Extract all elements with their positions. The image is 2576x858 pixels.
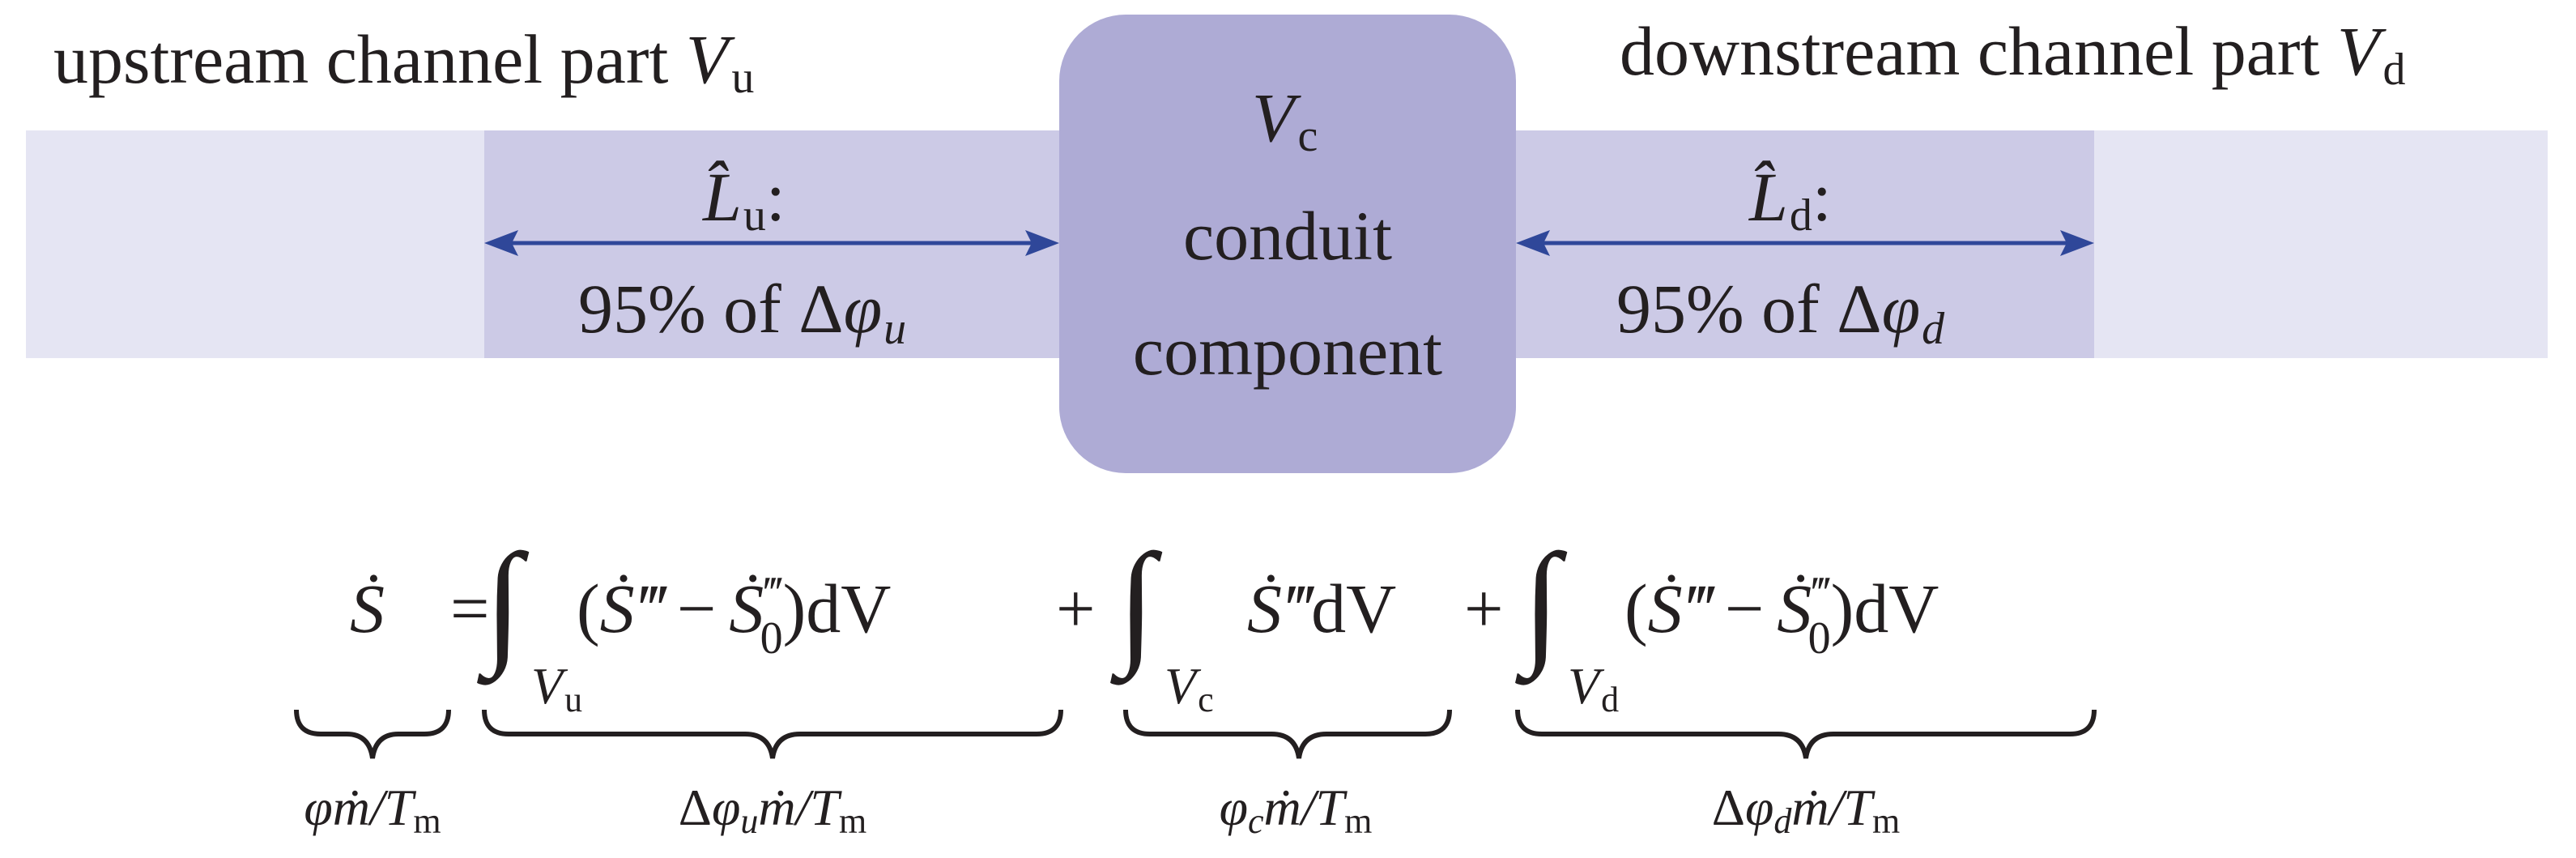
integral-sign-downstream: ∫ [1514, 526, 1568, 685]
brace-label-downstream: Δφdṁ/Tm [1712, 779, 1900, 841]
downstream-length-label: L̂d: [1748, 158, 1832, 241]
equation-equals: = [450, 570, 490, 647]
underbrace-total [294, 709, 451, 759]
upstream-arrowhead-left [484, 230, 518, 256]
upstream-arrowhead-right [1025, 230, 1059, 256]
brace-label-total: φṁ/Tm [304, 779, 441, 841]
equation-plus-1: + [1056, 570, 1096, 647]
underbrace-downstream [1515, 709, 2097, 759]
integrand-conduit: Ṡ‴dV [1247, 570, 1396, 647]
integral-limit-upstream: Vu [531, 657, 582, 719]
brace-label-upstream: Δφuṁ/Tm [679, 779, 866, 841]
upstream-length-label: L̂u: [701, 158, 786, 241]
equation-plus-2: + [1464, 570, 1504, 647]
downstream-arrowhead-right [2060, 230, 2094, 256]
integral-sign-conduit: ∫ [1109, 526, 1163, 685]
conduit-volume-label: Vc [1252, 79, 1318, 161]
downstream-arrowhead-left [1516, 230, 1550, 256]
integral-limit-conduit: Vc [1165, 657, 1214, 719]
integral-sign-upstream: ∫ [476, 526, 530, 685]
upstream-percent-label: 95% of Δφu [578, 270, 906, 354]
integral-limit-downstream: Vd [1568, 657, 1619, 719]
equation-lhs: Ṡ [350, 570, 385, 647]
downstream-title: downstream channel part Vd [1620, 12, 2406, 95]
conduit-label-line2: component [1133, 312, 1442, 390]
conduit-label-line1: conduit [1183, 197, 1392, 275]
brace-label-conduit: φcṁ/Tm [1220, 779, 1373, 841]
downstream-percent-label: 95% of Δφd [1616, 270, 1945, 354]
underbrace-conduit [1123, 709, 1452, 759]
integrand-downstream: (Ṡ‴−Ṡ‴0)dV [1624, 568, 1939, 664]
integrand-upstream: (Ṡ‴−Ṡ‴0)dV [577, 568, 891, 664]
upstream-title: upstream channel part Vu [53, 20, 754, 103]
conduit-component-box [1059, 15, 1516, 473]
underbrace-upstream [482, 709, 1063, 759]
